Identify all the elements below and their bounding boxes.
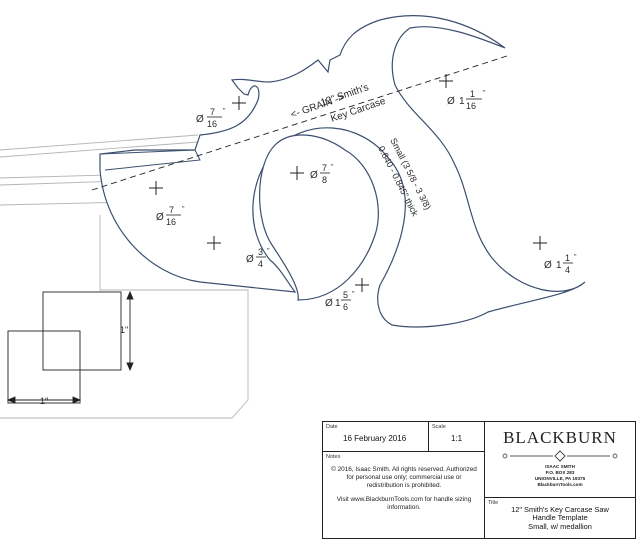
address-box: P.O. BOX 283 [545,470,575,475]
svg-text:5: 5 [343,290,348,300]
svg-text:": " [331,164,334,171]
scale-label-horizontal: 1" [40,396,48,406]
brand-logo: BLACKBURN [503,428,617,447]
svg-text:Ø: Ø [325,298,333,309]
svg-text:": " [352,291,355,298]
svg-text:Ø: Ø [196,114,204,125]
address-web: BlackburnTools.com [537,482,583,487]
address-name: ISAAC SMITH [545,464,575,469]
dim-upper-left: Ø 7 16 " [196,107,226,129]
title-line1: 12" Smith's Key Carcase Saw [511,505,609,514]
title-block: Date 16 February 2016 Scale 1:1 Notes © … [322,421,636,539]
svg-text:7: 7 [322,163,327,173]
scale-reference [6,290,134,404]
scale-cell: Scale 1:1 [429,422,485,452]
drawing-title: 12" Smith's Key Carcase Saw Handle Templ… [485,505,635,531]
svg-text:1: 1 [459,96,465,107]
logo-ornament [502,450,618,462]
notes-cell: Notes © 2016, Isaac Smith. All rights re… [323,452,485,538]
svg-text:7: 7 [210,107,215,117]
title-cell: Title 12" Smith's Key Carcase Saw Handle… [485,498,635,538]
svg-text:4: 4 [258,259,263,269]
svg-text:16: 16 [207,119,217,129]
fastener-crosses [149,74,547,292]
scale-value: 1:1 [451,434,463,443]
notes-caption: Notes [326,454,341,460]
svg-text:1: 1 [335,298,341,309]
svg-text:1: 1 [565,253,570,263]
title-caption: Title [488,500,499,506]
title-line3: Small, w/ medallion [528,521,592,531]
grain-line [91,54,511,191]
svg-text:16: 16 [166,217,176,227]
blade-slot [99,149,201,171]
notes-text: © 2016, Isaac Smith. All rights reserved… [329,466,479,518]
date-cell: Date 16 February 2016 [323,422,429,452]
dim-lower: Ø 3 4 " [246,247,270,269]
svg-text:8: 8 [322,175,327,185]
scale-label-vertical: 1" [120,325,128,335]
dim-right: Ø 1 1 4 " [544,253,577,275]
dim-upper-right: Ø 1 1 16 " [447,89,486,111]
svg-text:": " [483,90,486,97]
notes-visit: Visit www.BlackburnTools.com for handle … [336,496,472,511]
dim-inner-left: Ø 7 16 " [156,205,185,227]
svg-text:1: 1 [556,260,562,271]
scale-caption: Scale [432,424,446,430]
svg-text:": " [223,108,226,115]
svg-text:3: 3 [258,247,263,257]
svg-text:Ø: Ø [246,254,254,265]
svg-text:7: 7 [169,205,174,215]
svg-text:1: 1 [470,89,475,99]
svg-text:": " [574,254,577,261]
date-value: 16 February 2016 [343,434,407,443]
address-city: UNIONVILLE, PA 19375 [534,476,586,481]
svg-text:Ø: Ø [447,96,455,107]
notes-copyright: © 2016, Isaac Smith. All rights reserved… [331,466,477,489]
dim-bottom: Ø 1 5 6 " [325,290,355,312]
dim-horn: Ø 7 8 " [310,163,334,185]
svg-text:4: 4 [565,265,570,275]
svg-text:Ø: Ø [310,170,318,181]
svg-text:": " [267,248,270,255]
svg-text:6: 6 [343,302,348,312]
svg-text:16: 16 [466,101,476,111]
svg-text:": " [182,206,185,213]
date-caption: Date [326,424,338,430]
svg-text:Ø: Ø [156,212,164,223]
handle-inner-hole [259,134,379,301]
logo-cell: BLACKBURN ISAAC SMITH P.O. BOX 283 UNION… [485,422,635,498]
title-line2: Handle Template [532,513,588,523]
svg-text:Ø: Ø [544,260,552,271]
